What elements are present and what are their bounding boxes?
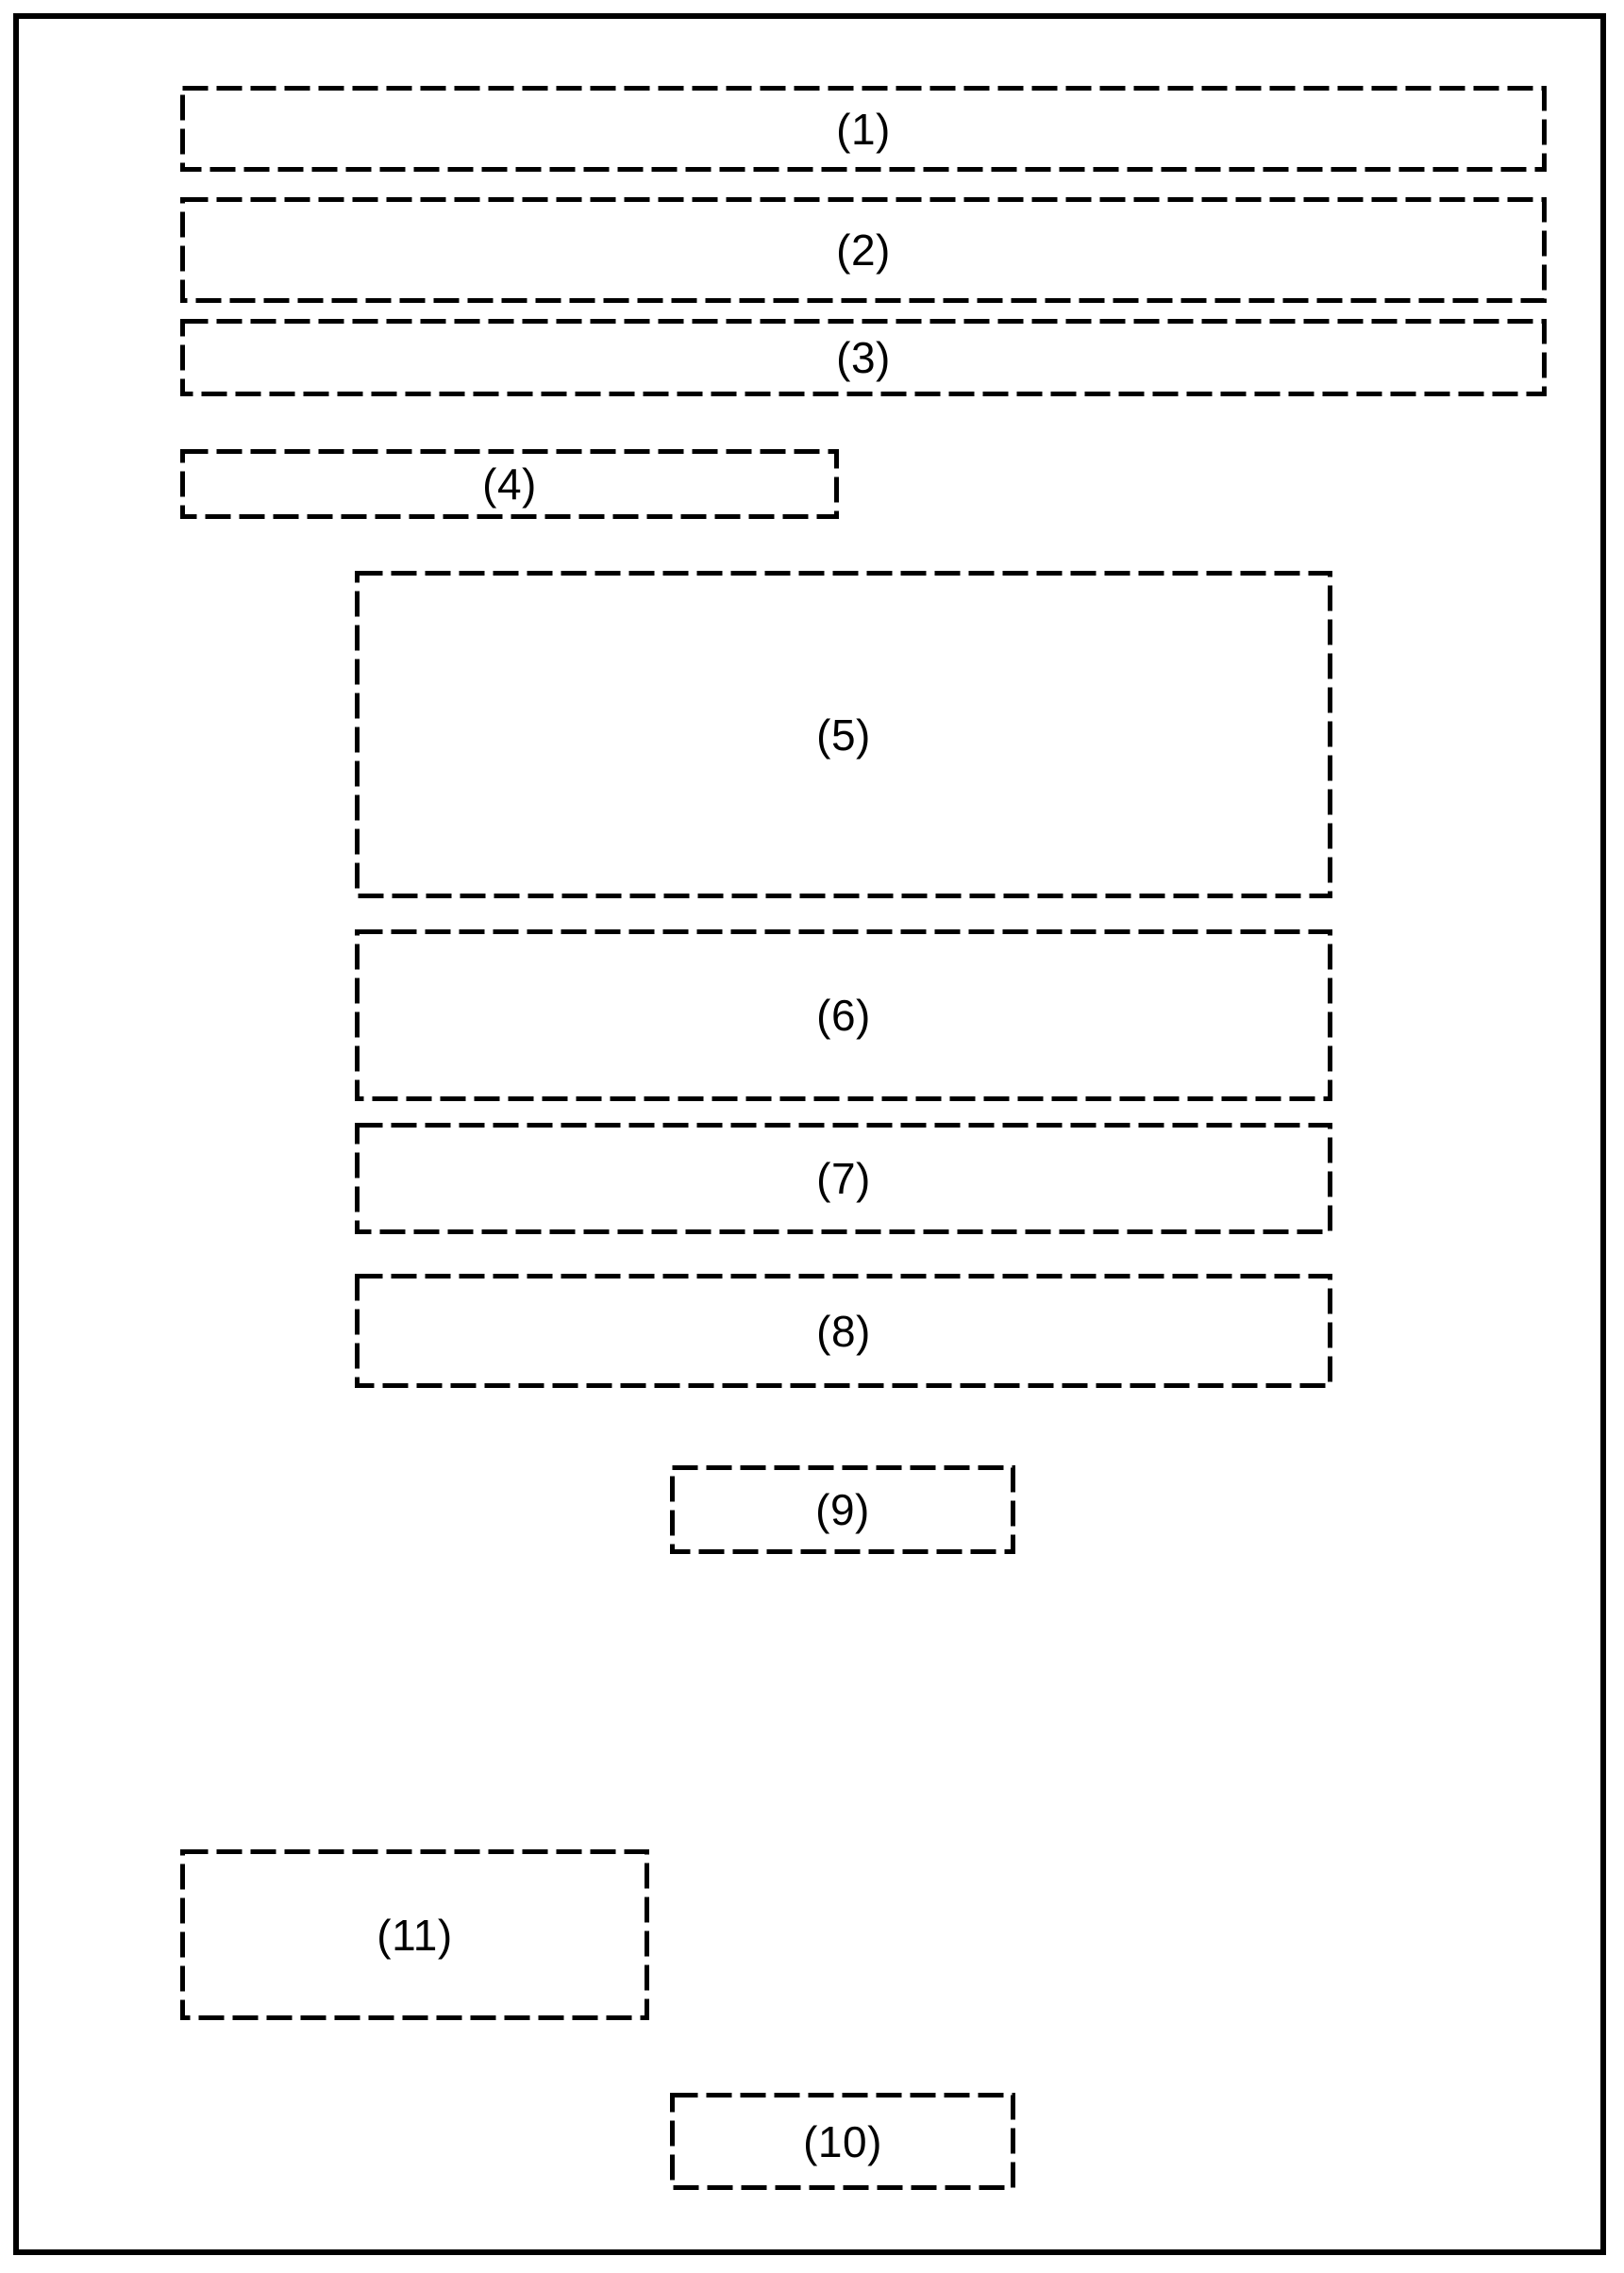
block-10-label: (10) — [803, 2116, 882, 2166]
figure-outer-frame: (1) (2) (3) (4) (5) — [13, 13, 1606, 2255]
block-3-label: (3) — [836, 333, 891, 382]
block-11: (11) — [180, 1849, 649, 2020]
block-2-label: (2) — [836, 226, 891, 275]
block-6-label: (6) — [816, 991, 871, 1040]
block-9-label: (9) — [815, 1485, 870, 1534]
block-9: (9) — [670, 1465, 1015, 1554]
block-11-label: (11) — [377, 1910, 453, 1960]
block-7-label: (7) — [816, 1154, 871, 1203]
block-4: (4) — [180, 449, 839, 519]
block-6: (6) — [355, 929, 1332, 1101]
block-1-label: (1) — [836, 104, 891, 154]
block-5-label: (5) — [816, 710, 871, 760]
block-4-label: (4) — [482, 460, 537, 509]
block-8: (8) — [355, 1274, 1332, 1388]
block-10: (10) — [670, 2093, 1015, 2190]
block-3: (3) — [180, 319, 1547, 396]
block-8-label: (8) — [816, 1306, 871, 1356]
block-7: (7) — [355, 1123, 1332, 1234]
block-1: (1) — [180, 86, 1547, 172]
block-5: (5) — [355, 571, 1332, 898]
block-2: (2) — [180, 197, 1547, 303]
